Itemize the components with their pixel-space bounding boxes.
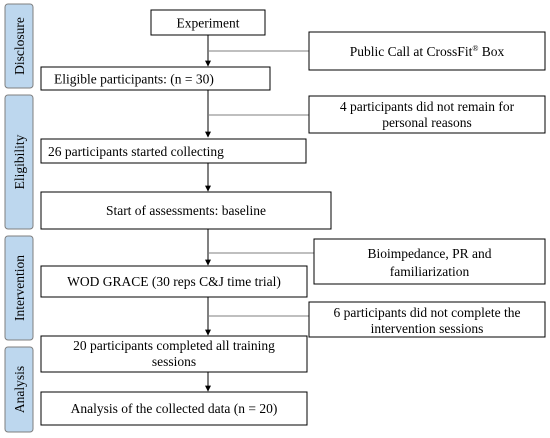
note-did-not-remain: 4 participants did not remain for person…: [308, 95, 546, 134]
step-label: Analysis of the collected data (n = 20): [71, 401, 278, 416]
step-experiment: Experiment: [150, 9, 266, 36]
step-eligible-participants: Eligible participants: (n = 30): [40, 66, 271, 91]
phase-label: Disclosure: [12, 17, 27, 75]
note-label-line2: familiarization: [390, 264, 470, 279]
step-label: Eligible participants: (n = 30): [54, 72, 214, 87]
note-label-line1: Bioimpedance, PR and: [367, 246, 491, 261]
phase-eligibility: Eligibility: [4, 94, 34, 230]
step-started-collecting: 26 participants started collecting: [40, 138, 307, 164]
step-baseline: Start of assessments: baseline: [40, 191, 332, 230]
note-public-call: Public Call at CrossFit® Box: [308, 31, 546, 71]
note-label-line2: intervention sessions: [371, 321, 484, 336]
note-label: Public Call at CrossFit® Box: [350, 44, 505, 59]
note-did-not-complete: 6 participants did not complete the inte…: [308, 301, 546, 338]
note-bioimpedance: Bioimpedance, PR and familiarization: [313, 238, 546, 285]
phase-analysis: Analysis: [4, 346, 34, 433]
phase-disclosure: Disclosure: [4, 3, 34, 89]
step-analysis: Analysis of the collected data (n = 20): [40, 391, 308, 426]
side-connectors: [208, 50, 314, 317]
step-label: Experiment: [177, 16, 240, 31]
phase-label: Analysis: [12, 366, 27, 413]
note-label-line2: personal reasons: [382, 115, 472, 130]
phase-intervention: Intervention: [4, 235, 34, 341]
phase-label: Eligibility: [12, 134, 27, 189]
step-label: WOD GRACE (30 reps C&J time trial): [67, 274, 281, 289]
phase-label: Intervention: [12, 255, 27, 321]
step-label-line2: sessions: [152, 354, 196, 369]
note-label-line1: 4 participants did not remain for: [340, 99, 515, 114]
step-wod-grace: WOD GRACE (30 reps C&J time trial): [40, 265, 308, 298]
step-completed-training: 20 participants completed all training s…: [40, 335, 308, 373]
step-label-line1: 20 participants completed all training: [73, 338, 275, 353]
step-label: Start of assessments: baseline: [106, 203, 266, 218]
note-label-line1: 6 participants did not complete the: [333, 305, 520, 320]
step-label: 26 participants started collecting: [48, 144, 224, 159]
